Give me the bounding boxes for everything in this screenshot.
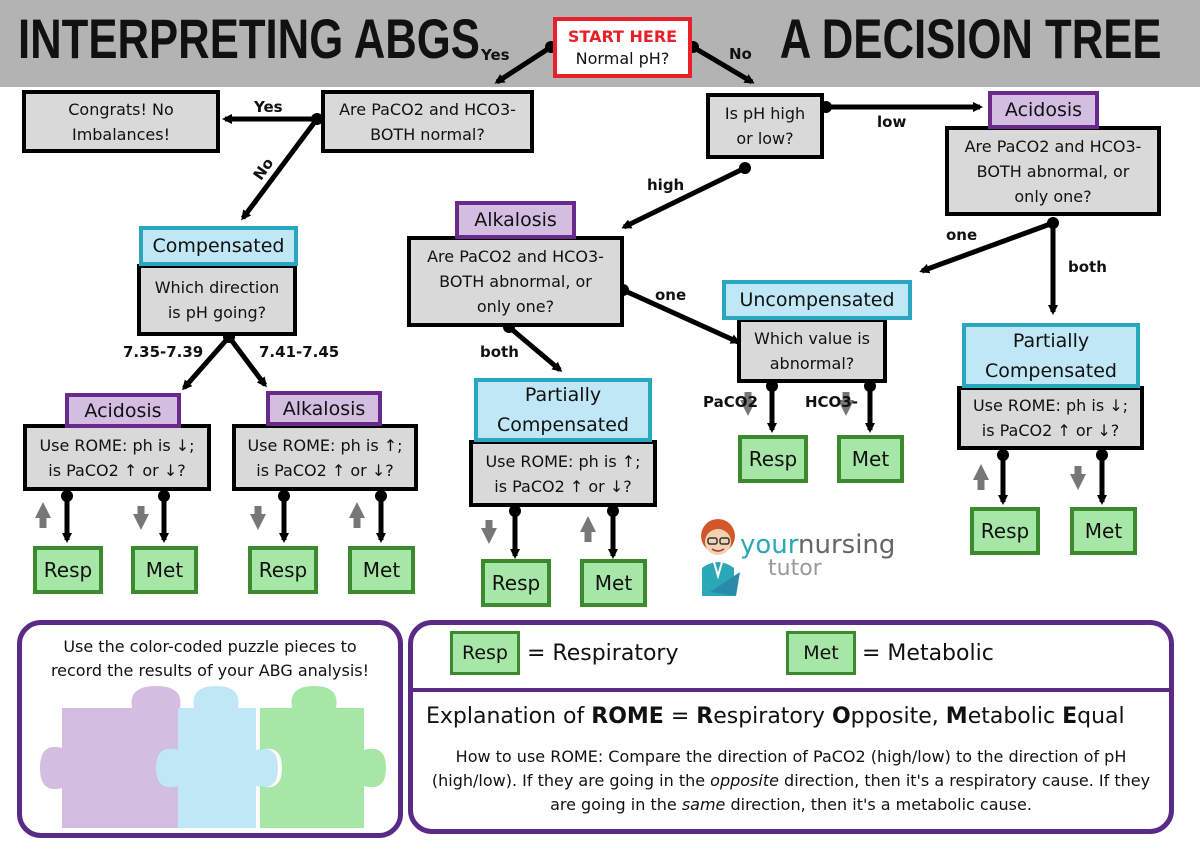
outcome-resp-1: Resp	[33, 546, 103, 594]
tag-uncompensated: Uncompensated	[722, 280, 912, 320]
tag-partially-compensated-mid: Partially Compensated	[474, 378, 652, 442]
rome-body: How to use ROME: Compare the direction o…	[418, 745, 1164, 817]
rome-acidosis-left-node: Use ROME: ph is ↓; is PaCO2 ↑ or ↓?	[23, 424, 211, 491]
rome-partial-mid-node: Use ROME: ph is ↑; is PaCO2 ↑ or ↓?	[469, 440, 657, 507]
legend-panel: Use the color-coded puzzle pieces to rec…	[17, 620, 403, 838]
rome-body-3: direction, then it's a metabolic cause.	[725, 795, 1032, 814]
label-low: low	[877, 113, 907, 131]
outcome-resp-5: Resp	[970, 507, 1040, 555]
rome-acronym: ROME	[591, 704, 664, 729]
puzzle-pieces-image	[40, 686, 386, 828]
key-met-swatch: Met	[786, 631, 856, 675]
tag-partially-compensated-right: Partially Compensated	[962, 323, 1140, 388]
outcome-met-4: Met	[837, 435, 904, 483]
tag-compensated: Compensated	[139, 226, 298, 266]
logo-nursing: nursing	[798, 530, 896, 560]
rome-body-2: direction, then it's a respiratory cause…	[550, 771, 1151, 814]
nurse-mascot-icon	[701, 519, 740, 596]
tag-acidosis-right: Acidosis	[988, 91, 1099, 129]
key-divider	[413, 688, 1169, 692]
logo-your: your	[740, 530, 799, 560]
rome-r: R	[696, 704, 714, 729]
label-one-mid: one	[655, 286, 687, 304]
rome-e-rest: qual	[1077, 704, 1125, 729]
rome-title-eq: =	[663, 704, 697, 729]
outcome-met-3: Met	[580, 559, 647, 607]
label-yes-top: Yes	[481, 46, 510, 64]
rome-title: Explanation of ROME = Respiratory Opposi…	[426, 704, 1125, 729]
outcome-met-2: Met	[348, 546, 415, 594]
both-normal-node: Are PaCO2 and HCO3- BOTH normal?	[321, 90, 534, 153]
key-met-def: = Metabolic	[862, 641, 994, 666]
rome-e: E	[1062, 704, 1078, 729]
rome-m-rest: etabolic	[967, 704, 1063, 729]
direction-node: Which direction is pH going?	[137, 264, 297, 336]
label-both-mid: both	[480, 343, 519, 361]
label-no-top: No	[729, 45, 752, 63]
outcome-resp-2: Resp	[248, 546, 318, 594]
title-right: A DECISION TREE	[780, 7, 1162, 70]
rome-body-same: same	[681, 795, 726, 814]
tag-acidosis-left: Acidosis	[65, 393, 181, 428]
outcome-resp-4: Resp	[738, 435, 808, 483]
key-resp-def: = Respiratory	[527, 641, 679, 666]
start-label: START HERE	[567, 26, 678, 46]
alkalosis-question-node: Are PaCO2 and HCO3- BOTH abnormal, or on…	[407, 236, 624, 327]
outcome-met-1: Met	[131, 546, 198, 594]
logo-line1: yournursing	[740, 530, 895, 560]
rome-title-pre: Explanation of	[426, 704, 592, 729]
which-value-node: Which value is abnormal?	[737, 318, 887, 383]
congrats-node: Congrats! No Imbalances!	[22, 90, 220, 153]
title-left: INTERPRETING ABGS	[18, 7, 480, 70]
label-range-high: 7.41-7.45	[259, 343, 340, 361]
label-both-right: both	[1068, 258, 1107, 276]
label-hco3: HCO3-	[805, 393, 858, 411]
rome-r-rest: espiratory	[713, 704, 832, 729]
rome-o-rest: pposite,	[850, 704, 946, 729]
rome-body-1: How to use ROME: Compare the direction o…	[431, 747, 1127, 790]
logo-line2: tutor	[768, 556, 822, 581]
tag-alkalosis-mid: Alkalosis	[455, 201, 576, 239]
key-resp-swatch: Resp	[450, 631, 520, 675]
acidosis-question-node: Are PaCO2 and HCO3- BOTH abnormal, or on…	[945, 126, 1161, 216]
label-range-low: 7.35-7.39	[123, 343, 204, 361]
label-paco2: PaCO2	[703, 393, 758, 411]
tag-alkalosis-left: Alkalosis	[266, 391, 382, 426]
start-question: Normal pH?	[575, 48, 670, 68]
rome-body-opposite: opposite	[710, 771, 779, 790]
ph-high-low-node: Is pH high or low?	[706, 93, 824, 159]
rome-alkalosis-left-node: Use ROME: ph is ↑; is PaCO2 ↑ or ↓?	[232, 424, 418, 491]
start-node: START HERE Normal pH?	[553, 17, 692, 78]
outcome-met-5: Met	[1070, 507, 1137, 555]
rome-o: O	[831, 704, 851, 729]
label-high: high	[647, 176, 685, 194]
label-one-right: one	[946, 226, 978, 244]
legend-text: Use the color-coded puzzle pieces to rec…	[50, 637, 370, 680]
rome-partial-right-node: Use ROME: ph is ↓; is PaCO2 ↑ or ↓?	[957, 386, 1144, 450]
label-yes-mid: Yes	[254, 98, 283, 116]
outcome-resp-3: Resp	[481, 559, 551, 607]
rome-m: M	[945, 704, 968, 729]
